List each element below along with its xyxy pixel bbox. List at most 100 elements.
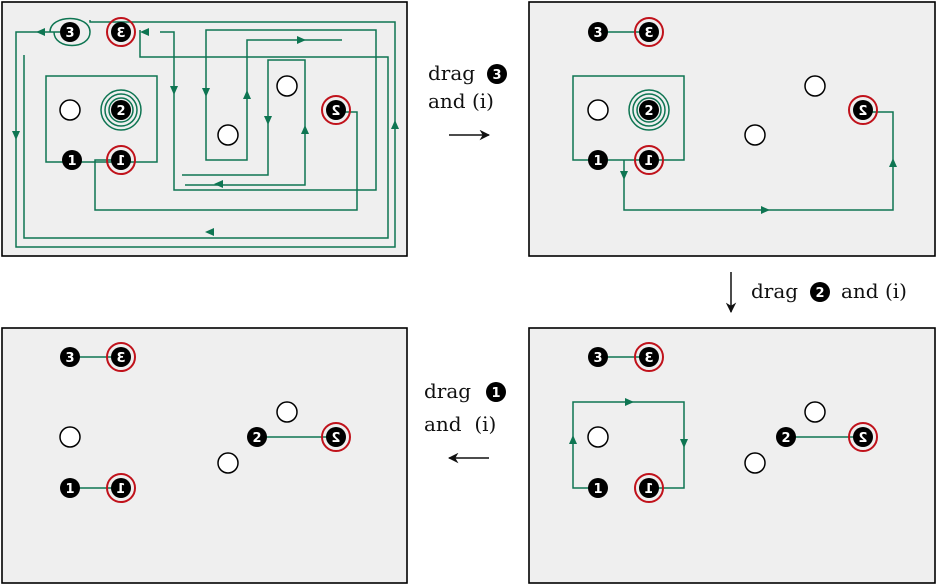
spiral-path (94, 111, 358, 211)
node-3-label: 3 (593, 26, 602, 41)
node-2-mirror-label: 2 (858, 431, 867, 446)
node-2-dot (639, 100, 659, 120)
hollow-node (276, 75, 298, 97)
node-1-dot (588, 150, 608, 170)
step-3-badge (486, 382, 506, 402)
node-3-mirror-label: 3 (644, 26, 653, 41)
big-loop-path (15, 20, 396, 248)
node-1-mirror-dot (111, 478, 131, 498)
hollow-node (276, 401, 298, 423)
hollow-node (59, 426, 81, 448)
node-1-mirror-label: 1 (116, 154, 125, 169)
s-path (182, 59, 306, 186)
node-1-ring (634, 145, 664, 175)
node-2-ring (848, 422, 878, 452)
node-3-mirror-dot (639, 22, 659, 42)
panel-after-drag-3: 1 1 2 2 3 3 (528, 1, 936, 257)
node-2-mirror-dot (326, 427, 346, 447)
three-loop (49, 17, 91, 47)
swirl-inner (108, 97, 134, 123)
panel-initial-nodes: 1 1 2 2 3 3 (59, 17, 351, 175)
node-3-mirror-label: 3 (116, 26, 125, 41)
panel-final-background (1, 327, 408, 584)
node-1-ring (106, 145, 136, 175)
panel-initial-arrowheads (12, 28, 399, 236)
step-1-line-2: and (i) (428, 89, 494, 113)
node-2-ring (321, 422, 351, 452)
node-3-label: 3 (593, 351, 602, 366)
node-1-ring (634, 473, 664, 503)
step-1-line-1: drag (428, 61, 475, 85)
node-2-dot (111, 100, 131, 120)
node-2-dot (776, 427, 796, 447)
hollow-node (59, 99, 81, 121)
node-2-label: 2 (781, 431, 790, 446)
node-3-mirror-dot (111, 22, 131, 42)
panel-initial-background (1, 1, 408, 257)
node-1-dot (60, 478, 80, 498)
node-1-label: 1 (67, 154, 76, 169)
step-label-drag-2: drag 2 and (i) (725, 272, 907, 314)
node-3-ring (634, 17, 664, 47)
node-2-mirror-label: 2 (858, 104, 867, 119)
inner-u-path (160, 29, 377, 191)
step-3-line-1: drag (424, 379, 471, 403)
swirl-outer (100, 89, 142, 131)
swirl-outer (628, 89, 670, 131)
node-2-mirror-dot (326, 100, 346, 120)
node-1-mirror-label: 1 (116, 482, 125, 497)
node-1-label: 1 (593, 154, 602, 169)
node-1-mirror-label: 1 (644, 154, 653, 169)
node-1-dot (588, 478, 608, 498)
node-2-mirror-label: 2 (331, 431, 340, 446)
node-1-dot (62, 150, 82, 170)
node-2-mirror-dot (853, 100, 873, 120)
node-3-mirror-label: 3 (644, 351, 653, 366)
hollow-node (587, 426, 609, 448)
node-2-label: 2 (644, 104, 653, 119)
hollow-node (744, 124, 766, 146)
swirl-inner (636, 97, 662, 123)
step-label-drag-1: drag 1 and (i) (424, 379, 506, 464)
node-2-mirror-label: 2 (331, 104, 340, 119)
swirl-mid (632, 93, 666, 127)
panel-after-drag-2-background (528, 327, 936, 584)
node-2-ring (321, 95, 351, 125)
hollow-node (217, 452, 239, 474)
step-label-drag-3: drag 3 and (i) (428, 61, 507, 141)
node-3-dot (588, 22, 608, 42)
panel-initial: 1 1 2 2 3 3 (1, 1, 408, 257)
node-1-mirror-label: 1 (644, 482, 653, 497)
node-1-label: 1 (65, 482, 74, 497)
step-3-line-2: and (i) (424, 412, 496, 436)
node-1-mirror-dot (639, 478, 659, 498)
node-1-mirror-dot (111, 150, 131, 170)
step-2-line-2: and (i) (841, 279, 907, 303)
hollow-node (217, 124, 239, 146)
node-1-label: 1 (593, 482, 602, 497)
node-2-dot (247, 427, 267, 447)
node-3-label: 3 (65, 351, 74, 366)
node-1-mirror-dot (639, 150, 659, 170)
return-path (623, 111, 894, 211)
node-3-mirror-dot (111, 347, 131, 367)
step-2-line-1: drag (751, 279, 798, 303)
node-3-dot (588, 347, 608, 367)
hollow-node (804, 75, 826, 97)
panel-final: 1 1 2 2 3 3 (1, 327, 408, 584)
node-2-mirror-dot (853, 427, 873, 447)
hollow-node (587, 99, 609, 121)
node-3-ring (106, 342, 136, 372)
node-1-ring (106, 473, 136, 503)
node-3-dot (60, 22, 80, 42)
step-2-badge-number: 2 (815, 286, 824, 301)
swirl-mid (104, 93, 138, 127)
node-3-mirror-label: 3 (116, 351, 125, 366)
node-2-ring (848, 95, 878, 125)
outer-loop-path (572, 75, 685, 161)
panel-after-drag-3-background (528, 1, 936, 257)
node-3-label: 3 (65, 26, 74, 41)
hollow-node (804, 401, 826, 423)
node-3-ring (106, 17, 136, 47)
